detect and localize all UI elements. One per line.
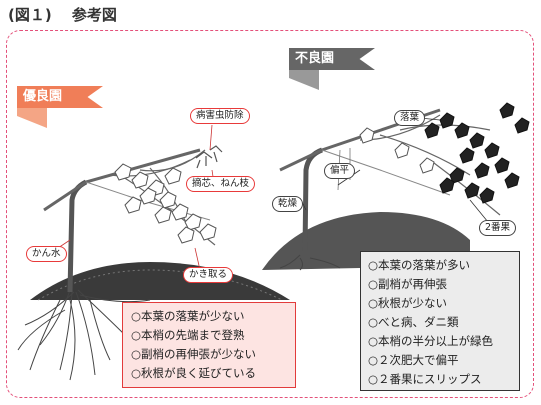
diagram-frame (6, 30, 534, 398)
page-title: (図１) 参考図 (8, 6, 117, 24)
label-second-crop: 2番果 (479, 220, 517, 236)
label-removal: かき取る (183, 267, 234, 283)
bad-vineyard-ribbon: 不良園 (289, 48, 375, 70)
label-pest-control: 病害虫防除 (190, 108, 250, 124)
good-condition-item: ○秋根が良く延びている (131, 366, 257, 380)
good-condition-item: ○副梢の再伸張が少ない (131, 347, 257, 361)
label-dry: 乾燥 (272, 196, 304, 212)
bad-condition-item: ○べと病、ダニ類 (368, 315, 459, 329)
bad-roots (279, 254, 341, 271)
label-irrigation: かん水 (26, 246, 67, 262)
bad-condition-item: ○本梢の半分以上が緑色 (368, 334, 494, 348)
bad-condition-item: ○２番果にスリップス (368, 372, 482, 386)
bad-condition-item: ○２次肥大で偏平 (368, 353, 459, 367)
bad-condition-item: ○副梢が再伸張 (368, 277, 448, 291)
good-condition-item: ○本梢の先端まで登熟 (131, 328, 245, 342)
label-pinching: 摘芯、ねん枝 (186, 176, 256, 192)
good-condition-item: ○本葉の落葉が少ない (131, 309, 245, 323)
label-uneven: 偏平 (324, 163, 356, 179)
bad-vine (262, 102, 530, 271)
good-conditions-box: ○本葉の落葉が少ない ○本梢の先端まで登熟 ○副梢の再伸張が少ない ○秋根が良く… (122, 302, 296, 388)
good-vineyard-ribbon: 優良園 (17, 86, 103, 108)
bad-condition-item: ○本葉の落葉が多い (368, 258, 471, 272)
bad-conditions-box: ○本葉の落葉が多い ○副梢が再伸張 ○秋根が少ない ○べと病、ダニ類 ○本梢の半… (360, 251, 520, 391)
label-leaf-fall: 落葉 (394, 110, 426, 126)
bad-condition-item: ○秋根が少ない (368, 296, 448, 310)
